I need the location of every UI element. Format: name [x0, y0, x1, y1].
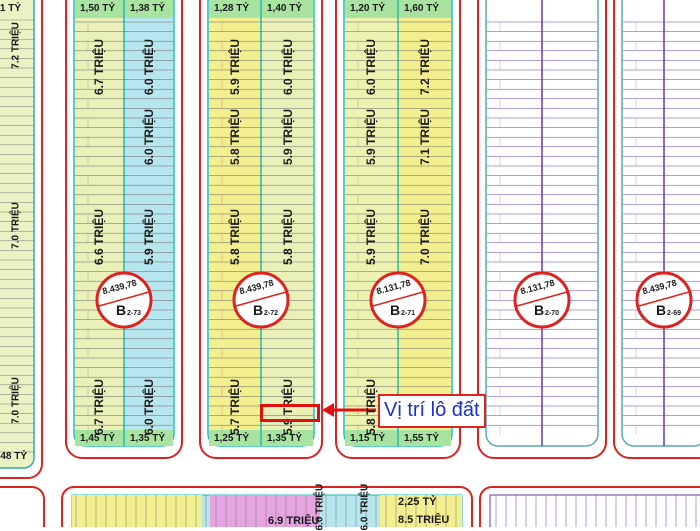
- lot-price: 5.9 TRIỆU: [280, 109, 295, 166]
- block-bottom-left: [0, 486, 45, 527]
- lot-price: 6.0 TRIỆU: [142, 109, 156, 166]
- badge-divider: [372, 291, 424, 307]
- top-price: 1,50 TỶ: [80, 3, 116, 14]
- top-price: 1,60 TỶ: [404, 3, 440, 14]
- lot-price: 5.9 TRIỆU: [227, 39, 242, 96]
- bottom-row-price: 6.0 TRIỆU: [359, 483, 371, 531]
- badge-divider: [638, 291, 690, 307]
- plot-badge-B2-71: [369, 271, 427, 329]
- badge-code: B: [390, 302, 401, 318]
- plot-badge-B2-72: [232, 271, 290, 329]
- bottom-price: 1,48 TỶ: [0, 451, 28, 462]
- bottom-yellow-lots: [72, 495, 202, 527]
- lots-fill: [398, 0, 451, 444]
- lot-price: 7.0 TRIỆU: [418, 209, 432, 266]
- lots-fill: [209, 0, 261, 444]
- bottom-price: 1,25 TỶ: [214, 433, 250, 444]
- plot-badge-B2-73: [95, 271, 153, 329]
- block-inner-B2-69: [621, 0, 700, 447]
- plot-badge-B2-70: [513, 271, 571, 329]
- badge-divider: [98, 291, 150, 307]
- bottom-price: 1,35 TỶ: [267, 433, 303, 444]
- plot-badge-B2-69: [635, 271, 693, 329]
- lot-price: 6.0 TRIỆU: [280, 39, 295, 96]
- bottom-row-price: 6.0 TRIỆU: [314, 483, 326, 531]
- selected-plot-marker: [260, 404, 320, 422]
- bottom-row-price: 8.5 TRIỆU: [398, 514, 450, 526]
- badge-sub: 2-73: [127, 310, 142, 317]
- lot-price: 5.8 TRIỆU: [364, 379, 378, 436]
- bottom-price: 1,45 TỶ: [80, 433, 116, 444]
- callout-label: Vị trí lô đất: [378, 394, 486, 428]
- top-price: 1,20 TỶ: [350, 3, 386, 14]
- badge-code: B: [253, 302, 264, 318]
- lot-price: 7.1 TRIỆU: [418, 109, 432, 166]
- lot-price: 6.6 TRIỆU: [92, 209, 106, 266]
- top-price: 1,28 TỶ: [214, 3, 250, 14]
- lot-price: 6.0 TRIỆU: [142, 39, 156, 96]
- lot-price: 5.9 TRIỆU: [364, 209, 378, 266]
- block-bottom-right-inner: [489, 494, 700, 527]
- top-price: 1,38 TỶ: [130, 3, 166, 14]
- badge-sub: 2-70: [545, 310, 560, 317]
- lot-price: 5.7 TRIỆU: [227, 379, 242, 436]
- bottom-row-price: 6.9 TRIỆU: [268, 515, 320, 527]
- badge-divider: [235, 291, 287, 307]
- lots-fill: [345, 0, 398, 444]
- lot-price: 7.2 TRIỆU: [10, 22, 22, 69]
- lot-price: 7.0 TRIỆU: [10, 202, 22, 249]
- callout-arrow-head: [322, 403, 334, 417]
- badge-code: B: [656, 302, 667, 318]
- lot-price: 5.8 TRIỆU: [227, 109, 242, 166]
- lot-price: 6.7 TRIỆU: [92, 379, 106, 436]
- lot-price: 5.9 TRIỆU: [364, 109, 378, 166]
- lot-price: 5.8 TRIỆU: [280, 209, 295, 266]
- lots-fill: [261, 0, 313, 444]
- badge-divider: [516, 291, 568, 307]
- badge-sub: 2-72: [264, 310, 279, 317]
- bottom-row-price: 2,25 TỶ: [398, 496, 437, 508]
- badge-sub: 2-69: [667, 310, 682, 317]
- lots-fill: [75, 0, 124, 444]
- lot-price: 6.0 TRIỆU: [364, 39, 378, 96]
- bottom-price: 1,35 TỶ: [130, 433, 166, 444]
- lot-price: 5.8 TRIỆU: [227, 209, 242, 266]
- lot-price: 5.9 TRIỆU: [142, 209, 156, 266]
- lot-price: 6.7 TRIỆU: [92, 39, 106, 96]
- badge-code: B: [116, 302, 127, 318]
- lot-price: 7.0 TRIỆU: [10, 377, 22, 424]
- badge-code: B: [534, 302, 545, 318]
- bottom-yellow-lots: [380, 495, 462, 527]
- bottom-pink-lots: [210, 495, 320, 527]
- bottom-price: 1,55 TỶ: [404, 433, 440, 444]
- badge-sub: 2-71: [401, 310, 416, 317]
- top-price: 1,40 TỶ: [267, 3, 303, 14]
- lots-fill: [124, 0, 173, 444]
- lot-price: 6.0 TRIỆU: [142, 379, 156, 436]
- bottom-price: 1,15 TỶ: [350, 433, 386, 444]
- lot-price: 7.2 TRIỆU: [418, 39, 432, 96]
- block-left-inner: [0, 0, 35, 469]
- top-price: 1,51 TỶ: [0, 3, 22, 14]
